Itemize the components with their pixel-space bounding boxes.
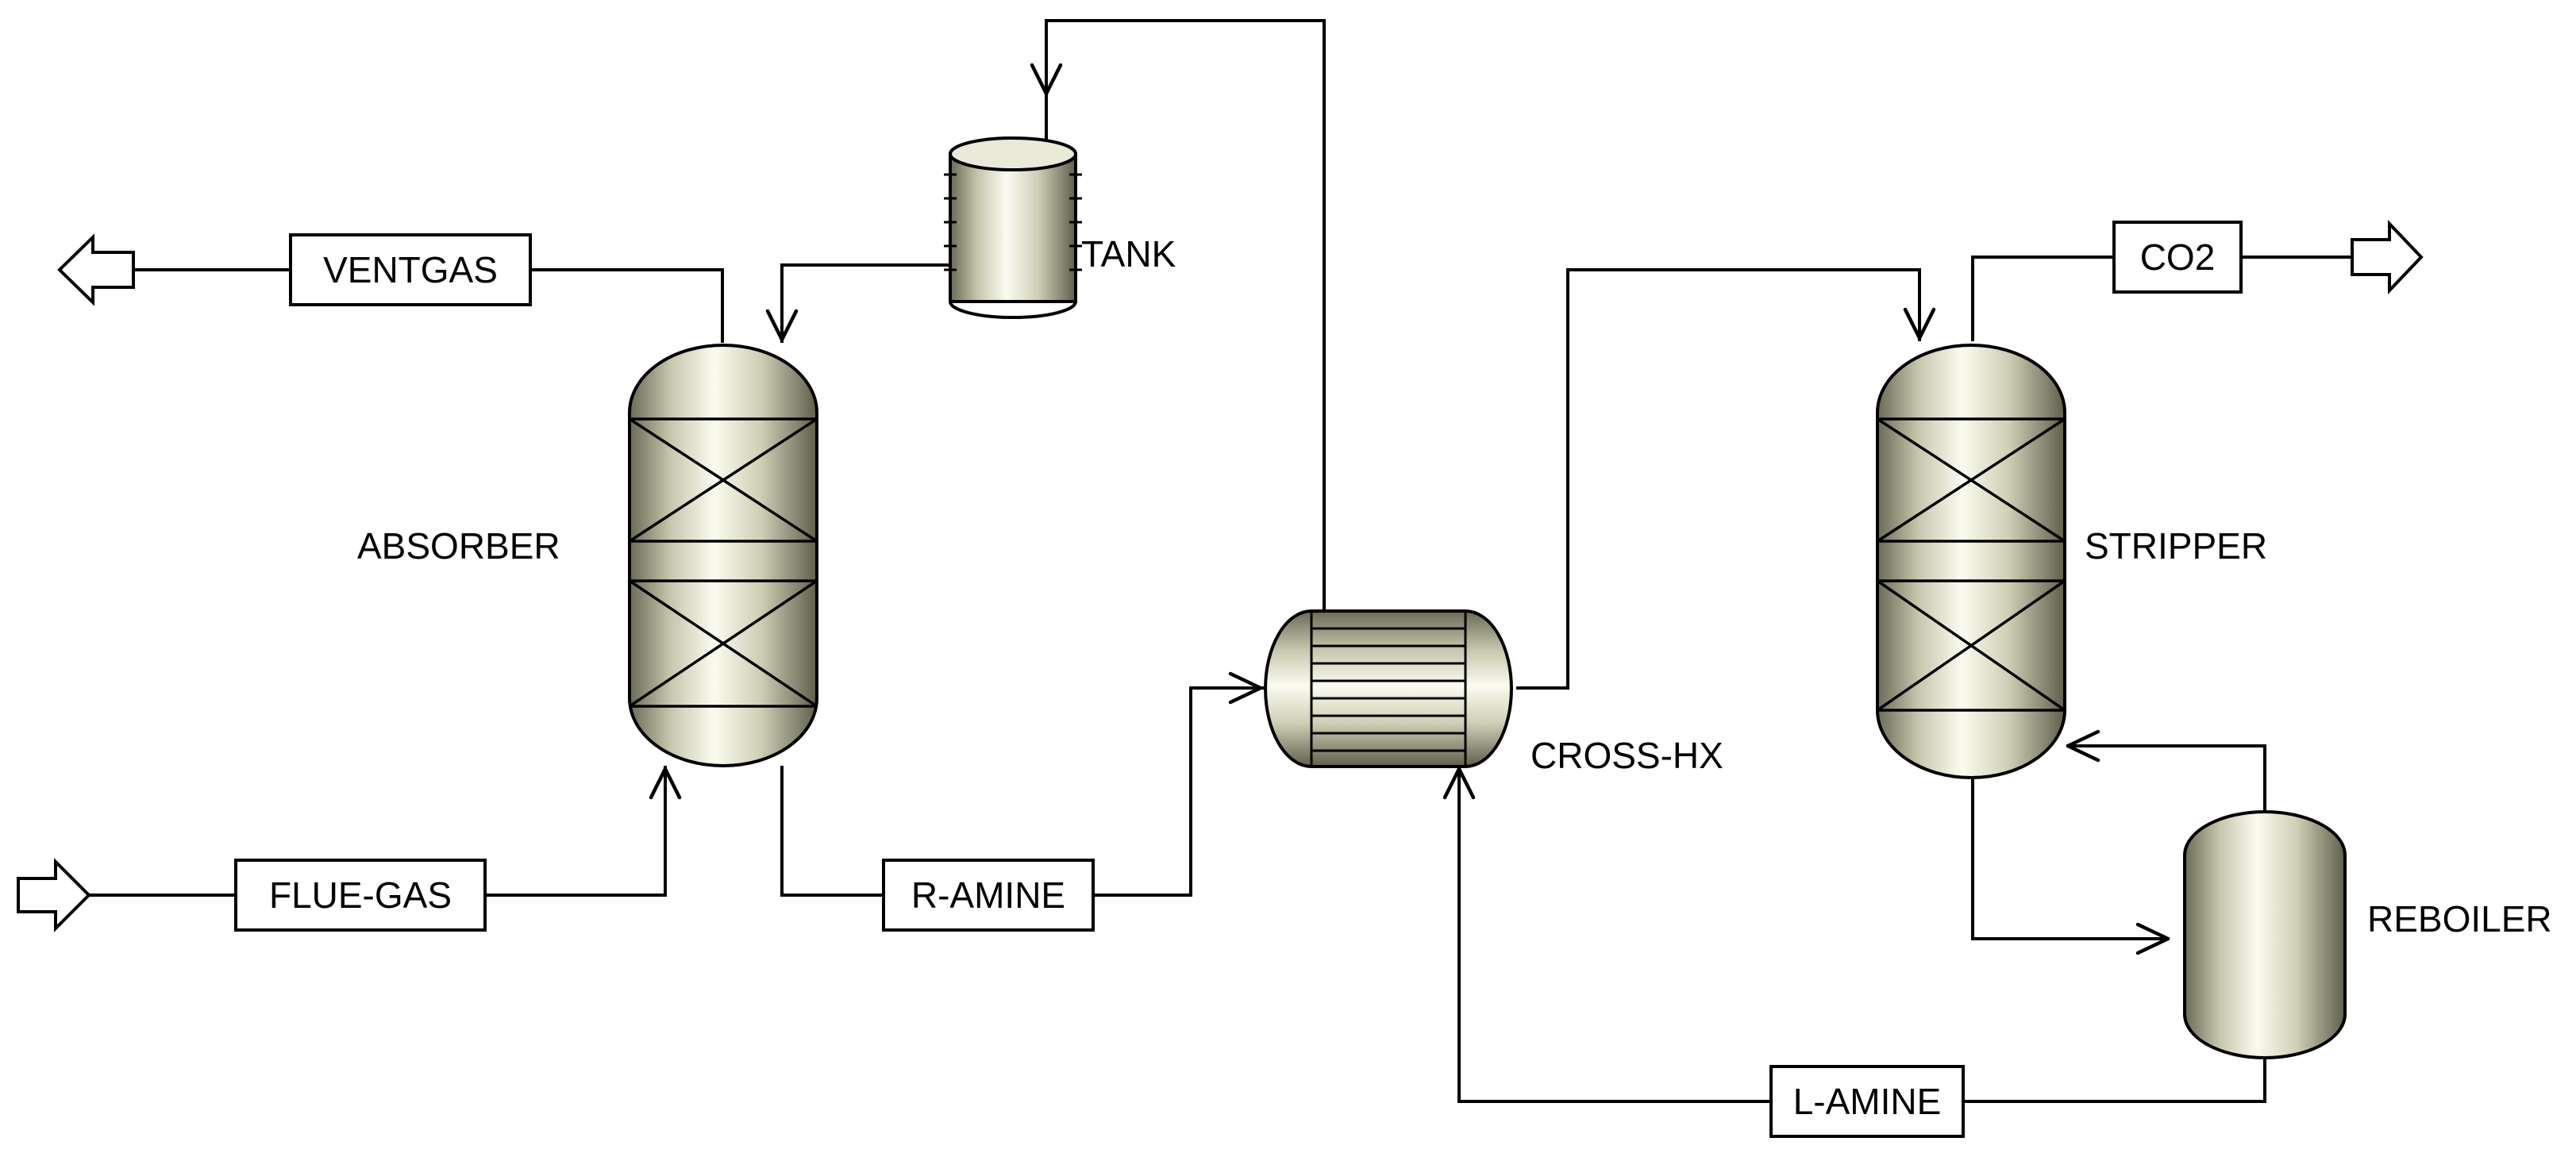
reboiler-label: REBOILER [2367,898,2552,940]
stripper-to-reboiler-line[interactable] [1971,778,2170,940]
co2-label: CO2 [2140,236,2216,278]
l-amine-label: L-AMINE [1793,1081,1942,1122]
arrow-right-icon [2135,922,2170,955]
reboiler-vapor-line[interactable] [2066,744,2266,813]
arrow-right-icon [1228,671,1263,705]
unit-labels: TANK ABSORBER CROSS-HX STRIPPER REBOILER [357,233,2552,940]
absorber-packing [629,417,818,708]
absorber-column[interactable] [628,344,818,767]
l-amine-line[interactable] [1457,766,2266,1103]
stripper-shell [1876,344,2066,779]
stripper-label: STRIPPER [2085,525,2267,567]
arrow-down-icon [765,309,799,342]
r-amine-label: R-AMINE [911,874,1065,916]
tank-wall-ticks [944,173,1082,271]
stripper-column[interactable] [1876,344,2066,779]
ventgas-outlet-arrow-icon[interactable] [57,233,135,306]
stripper-packing [1877,417,2066,712]
flue-gas-stream-label[interactable]: FLUE-GAS [234,859,487,932]
arrow-left-icon [2066,729,2100,763]
feed-product-ports [17,220,2424,932]
r-amine-stream-label[interactable]: R-AMINE [882,859,1095,932]
hx-to-tank-line[interactable] [1045,19,1326,613]
tank-body [949,152,1077,303]
reboiler-unit[interactable] [2183,810,2347,1059]
co2-stream-label[interactable]: CO2 [2112,221,2243,294]
flue-gas-label: FLUE-GAS [269,874,452,916]
cross-hx-label: CROSS-HX [1531,735,1723,776]
tank-unit[interactable] [944,136,1082,319]
absorber-label: ABSORBER [357,525,560,567]
stream-labels: VENTGAS FLUE-GAS R-AMINE CO2 L-AMINE [234,221,2243,1138]
co2-outlet-arrow-icon[interactable] [2351,220,2424,294]
tank-top [949,136,1077,171]
hx-tube-bundle [1310,611,1467,767]
arrow-up-icon [1442,767,1476,800]
absorber-shell [628,344,818,767]
arrow-up-icon [649,767,682,800]
r-amine-line[interactable] [780,686,1264,897]
arrow-down-icon [1030,63,1063,96]
tank-to-absorber-line[interactable] [780,263,949,343]
flue-gas-inlet-arrow-icon[interactable] [17,858,91,932]
cross-hx-unit[interactable] [1264,609,1513,768]
flow-arrowheads [649,63,2170,955]
reboiler-shell [2183,810,2347,1059]
tank-bottom [949,301,1077,319]
l-amine-stream-label[interactable]: L-AMINE [1769,1065,1965,1138]
hx-to-stripper-line[interactable] [1516,268,1921,690]
ventgas-label: VENTGAS [323,249,498,290]
ventgas-stream-label[interactable]: VENTGAS [289,233,532,306]
arrow-down-icon [1903,307,1936,340]
tank-label: TANK [1081,233,1176,275]
hx-shell [1264,609,1513,768]
